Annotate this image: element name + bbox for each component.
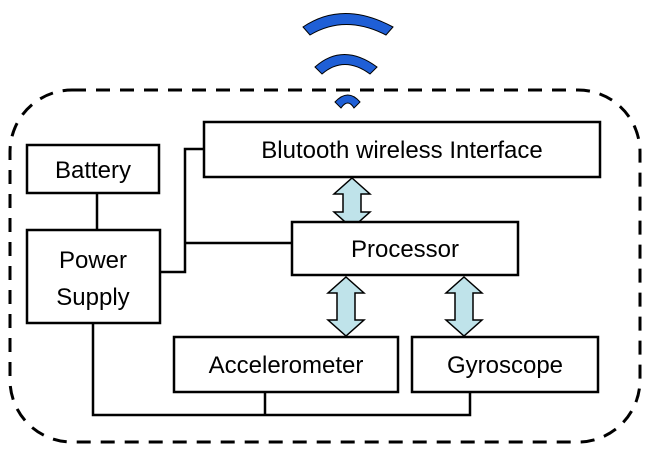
gyroscope-label: Gyroscope [447,352,563,379]
connection-wires [91,147,472,417]
bluetooth-interface-block: Blutooth wireless Interface [202,120,602,179]
accelerometer-label: Accelerometer [209,352,364,379]
battery-block: Battery [25,143,161,195]
processor-block: Processor [290,220,520,277]
device-enclosure-outline [8,88,642,444]
battery-label: Battery [55,157,131,184]
bluetooth-processor-arrow [332,176,372,230]
power-supply-block: Power Supply [25,228,162,325]
processor-label: Processor [351,236,459,263]
processor-gyroscope-arrow [444,275,484,338]
gyroscope-block: Gyroscope [410,335,600,394]
bluetooth-interface-label: Blutooth wireless Interface [261,137,542,164]
accelerometer-block: Accelerometer [172,335,400,394]
power-supply-label-line2: Supply [56,284,129,311]
processor-accelerometer-arrow [326,275,366,338]
wireless-signal-icon [302,13,394,109]
power-supply-label-line1: Power [59,247,127,274]
